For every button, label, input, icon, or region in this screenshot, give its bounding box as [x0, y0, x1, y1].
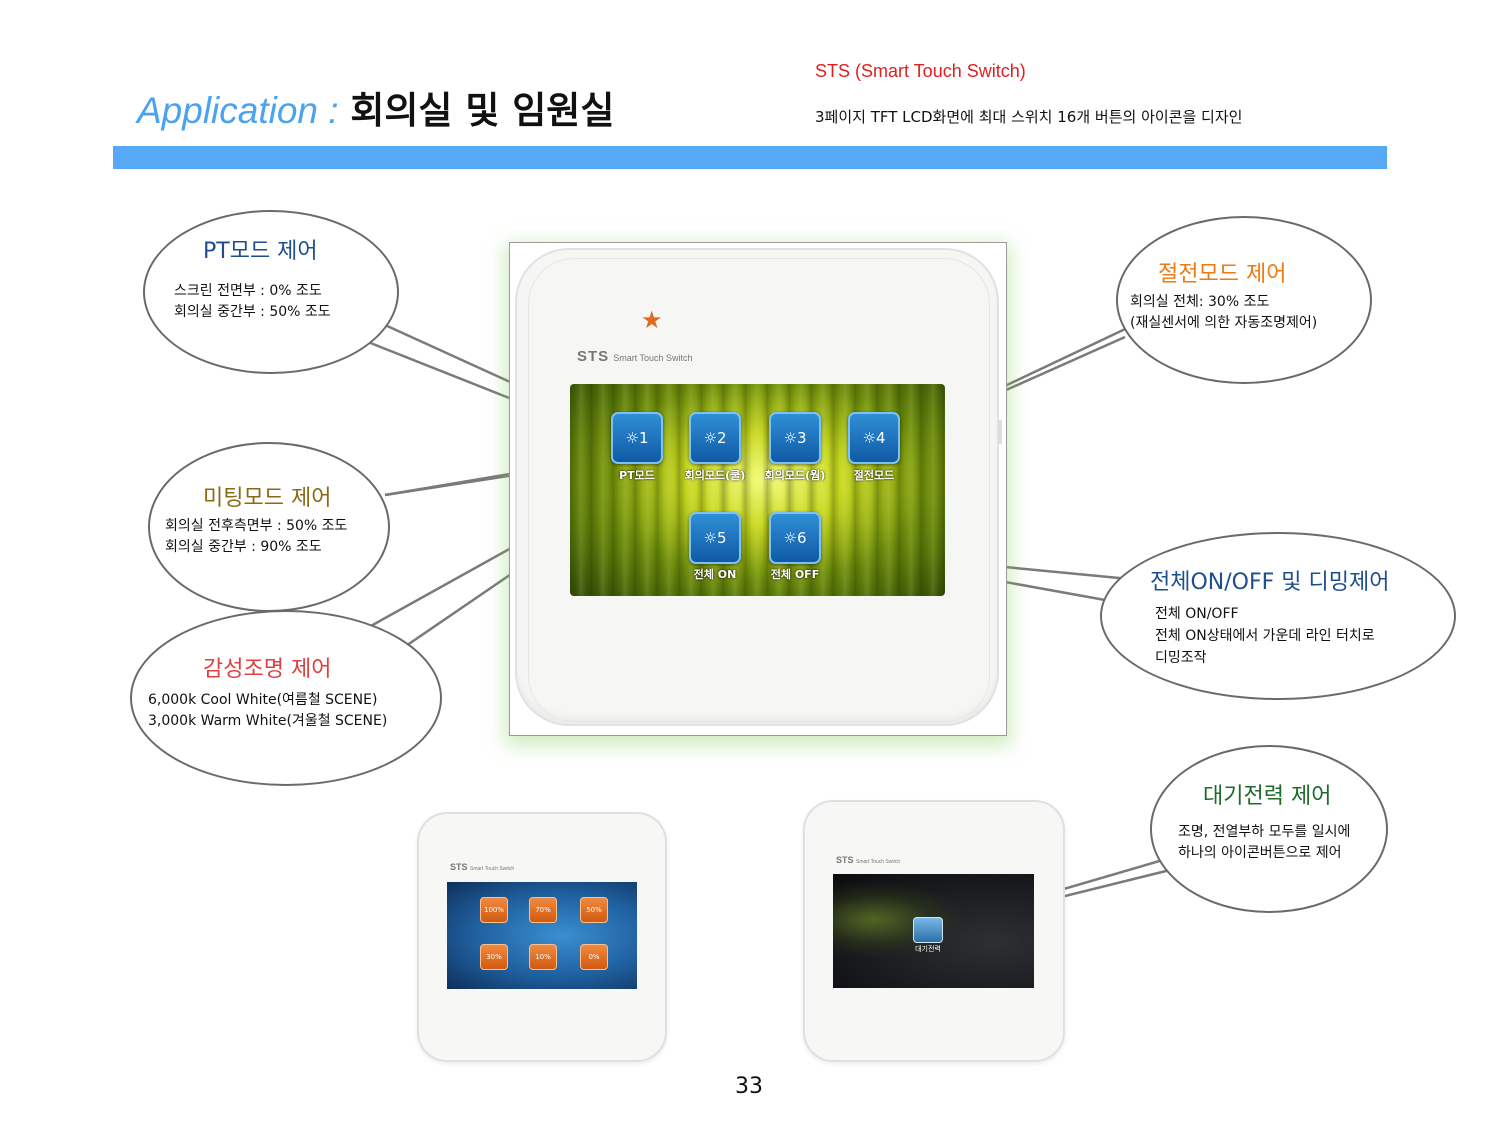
callout-onoff-line-1: 전체 ON/OFF — [1155, 606, 1239, 622]
callout-onoff-line-3: 디밍조작 — [1155, 650, 1207, 666]
standby-power-button[interactable] — [913, 917, 943, 943]
small-device-1-brand: STS Smart Touch Switch — [450, 862, 515, 872]
title-english: Application : — [137, 90, 339, 131]
callout-meeting-line-2: 회의실 중간부 : 90% 조도 — [165, 539, 322, 555]
callout-emotion-line-1: 6,000k Cool White(여름철 SCENE) — [148, 692, 378, 708]
callout-standby-line-1: 조명, 전열부하 모두를 일시에 — [1178, 824, 1351, 840]
callout-pt-line-1: 스크린 전면부 : 0% 조도 — [174, 283, 322, 299]
switch-label-all-off: 전체 OFF — [770, 568, 820, 581]
callout-pt-mode — [143, 210, 399, 374]
small-device-2-brand: STS Smart Touch Switch — [836, 855, 901, 865]
switch-button-meeting-warm[interactable]: ☼3 — [769, 412, 821, 464]
switch-button-meeting-cool[interactable]: ☼2 — [689, 412, 741, 464]
switch-button-saving-mode[interactable]: ☼4 — [848, 412, 900, 464]
dim-button-100[interactable]: 100% — [480, 897, 508, 923]
callout-onoff-title: 전체ON/OFF 및 디밍제어 — [1150, 570, 1390, 595]
switch-label-all-on: 전체 ON — [693, 568, 737, 581]
bulb-icon: ☼ — [862, 429, 876, 447]
callout-saving-title: 절전모드 제어 — [1158, 262, 1287, 287]
callout-meeting-mode — [148, 442, 390, 612]
device-brand-sub: Smart Touch Switch — [613, 353, 693, 363]
callout-saving-line-2: (재실센서에 의한 자동조명제어) — [1130, 315, 1318, 331]
callout-onoff-line-2: 전체 ON상태에서 가운데 라인 터치로 — [1155, 628, 1375, 644]
switch-button-pt-mode[interactable]: ☼1 — [611, 412, 663, 464]
callout-standby-line-2: 하나의 아이콘버튼으로 제어 — [1178, 845, 1342, 861]
callout-pt-line-2: 회의실 중간부 : 50% 조도 — [174, 304, 331, 320]
page-title: Application : 회의실 및 임원실 — [137, 80, 614, 134]
title-korean: 회의실 및 임원실 — [350, 89, 615, 132]
bulb-icon: ☼ — [703, 429, 717, 447]
callout-saving-mode — [1116, 216, 1372, 384]
callout-standby-title: 대기전력 제어 — [1203, 784, 1332, 809]
dim-button-0[interactable]: 0% — [580, 944, 608, 970]
callout-pt-title: PT모드 제어 — [203, 239, 318, 264]
callout-saving-line-1: 회의실 전체: 30% 조도 — [1130, 294, 1270, 310]
sts-heading: STS (Smart Touch Switch) — [815, 61, 1026, 81]
main-device-bezel — [528, 258, 990, 722]
bulb-icon: ☼ — [783, 529, 797, 547]
callout-emotion-lighting — [130, 610, 442, 786]
dim-button-30[interactable]: 30% — [480, 944, 508, 970]
dim-button-70[interactable]: 70% — [529, 897, 557, 923]
callout-emotion-line-2: 3,000k Warm White(겨울철 SCENE) — [148, 713, 388, 729]
switch-label-pt-mode: PT모드 — [619, 469, 655, 482]
header-divider-bar — [113, 146, 1387, 169]
switch-label-meeting-warm: 회의모드(웜) — [764, 469, 826, 482]
switch-label-saving-mode: 절전모드 — [853, 469, 895, 482]
star-icon: ★ — [641, 306, 663, 334]
device-side-notch — [998, 420, 1002, 444]
switch-button-all-on[interactable]: ☼5 — [689, 512, 741, 564]
callout-standby-power — [1150, 745, 1388, 913]
dim-button-50[interactable]: 50% — [580, 897, 608, 923]
bulb-icon: ☼ — [783, 429, 797, 447]
bulb-icon: ☼ — [625, 429, 639, 447]
page-number: 33 — [735, 1074, 763, 1099]
sts-description: 3페이지 TFT LCD화면에 최대 스위치 16개 버튼의 아이콘을 디자인 — [815, 108, 1243, 126]
device-brand-name: STS — [577, 348, 610, 365]
callout-meeting-line-1: 회의실 전후측면부 : 50% 조도 — [165, 518, 348, 534]
callout-emotion-title: 감성조명 제어 — [203, 657, 332, 682]
switch-label-meeting-cool: 회의모드(쿨) — [684, 469, 746, 482]
callout-on-off-dimming — [1100, 532, 1456, 700]
callout-meeting-title: 미팅모드 제어 — [203, 486, 332, 511]
bulb-icon: ☼ — [703, 529, 717, 547]
switch-button-all-off[interactable]: ☼6 — [769, 512, 821, 564]
dim-button-10[interactable]: 10% — [529, 944, 557, 970]
standby-power-label: 대기전력 — [915, 945, 941, 953]
